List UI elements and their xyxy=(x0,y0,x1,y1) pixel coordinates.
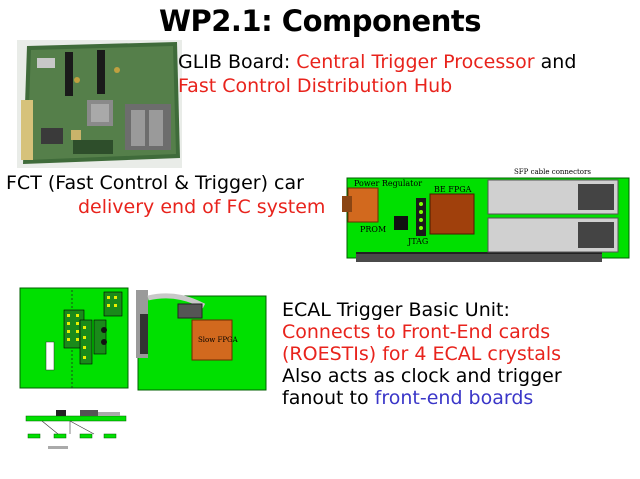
fct-sfp-label: SFP cable connectors xyxy=(514,168,591,176)
glib-board-photo xyxy=(17,40,182,168)
glib-role-fc-hub: Fast Control Distribution Hub xyxy=(178,75,453,97)
glib-connector: and xyxy=(540,51,577,73)
ecal-description: ECAL Trigger Basic Unit: Connects to Fro… xyxy=(282,299,562,409)
fct-power-regulator-label: Power Regulator xyxy=(354,179,422,188)
fct-prom-label: PROM xyxy=(360,225,386,234)
ecal-fpga-label: Slow FPGA xyxy=(198,336,239,344)
ecal-board-diagram: Slow FPGA xyxy=(136,290,267,391)
ecal-line-4: fanout to front-end boards xyxy=(282,387,562,409)
ecal-line-2: (ROESTIs) for 4 ECAL crystals xyxy=(282,343,562,365)
ecal-side-diagram xyxy=(25,410,127,449)
fct-jtag-label: JTAG xyxy=(407,237,428,246)
glib-role-central-trigger: Central Trigger Processor xyxy=(296,51,535,73)
ecal-front-end-boards-link: front-end boards xyxy=(374,387,534,409)
glib-label: GLIB Board: xyxy=(178,51,291,73)
fct-fpga-label: BE FPGA xyxy=(434,185,472,194)
ecal-line-4-prefix: fanout to xyxy=(282,387,369,409)
glib-description: GLIB Board: Central Trigger Processor an… xyxy=(178,50,576,98)
ecal-heading: ECAL Trigger Basic Unit: xyxy=(282,299,510,321)
fct-card-diagram: Power Regulator PROM BE FPGA JTAG SFP ca… xyxy=(342,168,630,262)
slide-title: WP2.1: Components xyxy=(159,4,482,38)
fct-label: FCT (Fast Control & Trigger) car xyxy=(6,172,304,194)
ecal-line-1: Connects to Front-End cards xyxy=(282,321,551,343)
fct-subtitle: delivery end of FC system xyxy=(78,196,326,218)
ecal-line-3: Also acts as clock and trigger xyxy=(282,365,562,387)
ecal-schematic-diagram xyxy=(19,287,129,389)
